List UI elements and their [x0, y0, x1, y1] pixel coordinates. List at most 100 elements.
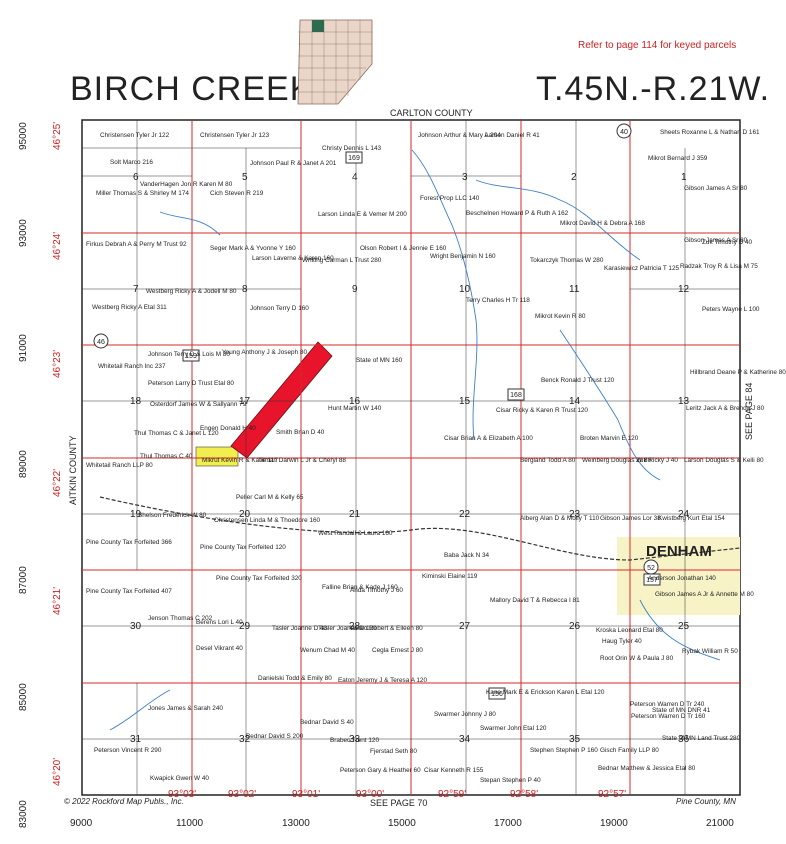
owner-label[interactable]: Cisar Brian A & Elizabeth A 100 — [444, 435, 533, 442]
owner-label[interactable]: Christy Dennis L 143 — [322, 145, 382, 152]
owner-label[interactable]: Mikrot David H & Debra A 168 — [560, 220, 645, 227]
owner-label[interactable]: Tasler Joanne D 120 — [318, 625, 377, 632]
owner-label[interactable]: Olson Robert I & Jennie E 160 — [360, 245, 447, 252]
owner-label[interactable]: Peterson Warren D Tr 240 — [630, 701, 705, 708]
owner-label[interactable]: VanderHagen Jon R Karen M 80 — [140, 181, 233, 188]
owner-label[interactable]: Radzak Troy R & Lisa M 75 — [680, 263, 758, 270]
owner-label[interactable]: Solt Marco 216 — [110, 159, 153, 166]
owner-label[interactable]: Peller Carl M & Kelly 65 — [236, 494, 304, 501]
owner-label[interactable]: Danielski Todd & Emily 80 — [258, 675, 332, 682]
owner-label[interactable]: Swarmer Johnny J 80 — [434, 711, 496, 718]
owner-label[interactable]: Fjerstad Seth 80 — [370, 748, 417, 755]
owner-label[interactable]: Root Orin W & Paula J 80 — [600, 655, 674, 662]
reference-note[interactable]: Refer to page 114 for keyed parcels — [578, 40, 737, 51]
owner-label[interactable]: Pine County Tax Forfeited 366 — [86, 539, 172, 546]
owner-label[interactable]: Gibson James A Sr 80 — [684, 237, 748, 244]
owner-label[interactable]: Falline Brian & Kade J 160 — [322, 584, 398, 591]
owner-label[interactable]: Johnson Terry D 160 — [250, 305, 309, 312]
owner-label[interactable]: Bednar Matthew & Jessica Etal 80 — [598, 765, 696, 772]
owner-label[interactable]: Wenum Chad M 40 — [300, 647, 355, 654]
owner-label[interactable]: Firkus Debrah A & Perry M Trust 92 — [86, 241, 187, 248]
owner-label[interactable]: Jones James & Sarah 240 — [148, 705, 223, 712]
owner-label[interactable]: Cisar Ricky & Karen R Trust 120 — [496, 407, 588, 414]
owner-label[interactable]: Pine County Tax Forfeited 120 — [200, 544, 286, 551]
owner-label[interactable]: Zuk Ricky J 40 — [636, 457, 678, 464]
owner-label[interactable]: Seger Mark A & Yvonne Y 160 — [210, 245, 296, 252]
owner-label[interactable]: Bednar David S 200 — [246, 733, 304, 740]
owner-label[interactable]: Peterson Warren D Tr 160 — [631, 713, 706, 720]
owner-label[interactable]: Terry Charles H Tr 118 — [466, 297, 530, 304]
owner-label[interactable]: Osterdorf James W & Sallyann 79 — [150, 401, 247, 408]
owner-label[interactable]: Peterson Gary & Heather 60 — [340, 767, 421, 774]
owner-label[interactable]: Peters Wayne L 100 — [702, 306, 760, 313]
owner-label[interactable]: Swarmer John Etal 120 — [480, 725, 547, 732]
owner-label[interactable]: Alberg Alan D & Molly T 110 — [520, 515, 600, 522]
owner-label[interactable]: Gibson James A Sr 80 — [684, 185, 748, 192]
owner-label[interactable]: Vasko Robert & Eileen 80 — [350, 625, 423, 632]
owner-label[interactable]: Jenson Thomas C 202 — [148, 615, 213, 622]
owner-label[interactable]: Christensen Tyler Jr 122 — [100, 132, 170, 139]
owner-label[interactable]: Christensen Linda M & Thoedore 160 — [214, 517, 321, 524]
owner-label[interactable]: Gisch Family LLP 80 — [600, 747, 659, 754]
owner-label[interactable]: Karasiewicz Patricia T 125 — [604, 265, 680, 272]
owner-label[interactable]: Peterson Vincent R 290 — [94, 747, 162, 754]
owner-label[interactable]: Mikrut Kevin R & Katie 117 — [202, 457, 278, 464]
owner-label[interactable]: Hunt Martin W 140 — [328, 405, 382, 412]
red-highlight-strip[interactable] — [230, 341, 333, 459]
owner-label[interactable]: Beschelnen Howard P & Ruth A 162 — [466, 210, 569, 217]
owner-label[interactable]: Mikrot Bernard J 359 — [648, 155, 708, 162]
owner-label[interactable]: Broten Marvin E 120 — [580, 435, 639, 442]
owner-label[interactable]: Kwapick Gwen W 40 — [150, 775, 209, 782]
owner-label[interactable]: Thul Thomas C 40 — [140, 453, 193, 460]
owner-label[interactable]: Whitetail Ranch Inc 237 — [98, 363, 166, 370]
owner-label[interactable]: Tasler Joanne D 40 — [272, 625, 328, 632]
owner-label[interactable]: Benck Ronald J Trust 120 — [541, 377, 615, 384]
see-page-bottom[interactable]: SEE PAGE 70 — [370, 798, 427, 808]
owner-label[interactable]: State of MN DNR 41 — [652, 707, 711, 714]
owner-label[interactable]: Larson Daniel R 41 — [485, 132, 540, 139]
owner-label[interactable]: Gibson James A Jr & Annette M 80 — [655, 591, 754, 598]
owner-label[interactable]: Berens Lori L 40 — [196, 619, 243, 626]
owner-label[interactable]: Thul Thomas C & Janet L 120 — [134, 430, 219, 437]
owner-label[interactable]: Rybak William R 50 — [682, 648, 738, 655]
owner-label[interactable]: Sheets Roxanne L & Nathan D 161 — [660, 129, 760, 136]
owner-label[interactable]: Whitetail Ranch LLP 80 — [86, 462, 153, 469]
owner-label[interactable]: Cich Steven R 219 — [210, 190, 264, 197]
owner-label[interactable]: Baba Jack N 34 — [444, 552, 490, 559]
owner-label[interactable]: Stepan Stephen P 40 — [480, 777, 541, 784]
owner-label[interactable]: Weinberg Douglas W 80 — [582, 457, 652, 464]
owner-label[interactable]: Tokarczyk Thomas W 280 — [530, 257, 604, 264]
owner-label[interactable]: Kiminski Elaine 119 — [422, 573, 478, 580]
owner-label[interactable]: Brabec Trent 120 — [330, 737, 379, 744]
owner-label[interactable]: Zuk Timothy D 40 — [702, 239, 753, 246]
owner-label[interactable]: Anderson Jonathan 140 — [648, 575, 716, 582]
owner-label[interactable]: Haug Tyler 40 — [602, 638, 642, 645]
owner-label[interactable]: Anda Timothy J 60 — [350, 587, 403, 594]
owner-label[interactable]: Hillbrand Deane P & Katherine 80 — [690, 369, 786, 376]
owner-label[interactable]: Bergland Todd A 80 — [520, 457, 576, 464]
owner-label[interactable]: Kroska Leonard Etal 80 — [596, 627, 663, 634]
owner-label[interactable]: Wright Benjamin N 160 — [430, 253, 496, 260]
owner-label[interactable]: Stephen Stephen P 160 — [530, 747, 598, 754]
owner-label[interactable]: Engen Donald H 40 — [200, 425, 256, 432]
owner-label[interactable]: Miller Thomas S & Shirley M 174 — [96, 190, 189, 197]
owner-label[interactable]: Pine County Tax Forfeited 407 — [86, 588, 172, 595]
owner-label[interactable]: Pine County Tax Forfeited 320 — [216, 575, 302, 582]
owner-label[interactable]: Cisar Kenneth R 155 — [424, 767, 484, 774]
owner-label[interactable]: Desel Vikrant 40 — [196, 645, 243, 652]
owner-label[interactable]: West Randall & Laura 160 — [318, 530, 393, 537]
owner-label[interactable]: Westberg Ricky A Etal 311 — [92, 304, 167, 311]
owner-label[interactable]: Tilman Darwin L Jr & Cheryl 88 — [258, 457, 346, 464]
owner-label[interactable]: Young Anthony J & Joseph 80 — [222, 349, 307, 356]
owner-label[interactable]: Kwistberg Kurt Etal 154 — [658, 515, 725, 522]
owner-label[interactable]: Gibson James Lor 38 — [600, 515, 661, 522]
owner-label[interactable]: Eaton Jeremy J & Teresa A 120 — [338, 677, 427, 684]
owner-label[interactable]: Larson Douglas S & Kelli 80 — [684, 457, 764, 464]
owner-label[interactable]: Forest Prop LLC 140 — [420, 195, 480, 202]
owner-label[interactable]: Mallory David T & Rebecca I 81 — [490, 597, 580, 604]
owner-label[interactable]: Johnson Paul R & Janet A 201 — [250, 160, 337, 167]
owner-label[interactable]: Christensen Tyler Jr 123 — [200, 132, 270, 139]
owner-label[interactable]: Larson Laverne & Karen 160 — [252, 255, 334, 262]
owner-label[interactable]: Johnson Arthur & Mary A 204 — [418, 132, 501, 139]
